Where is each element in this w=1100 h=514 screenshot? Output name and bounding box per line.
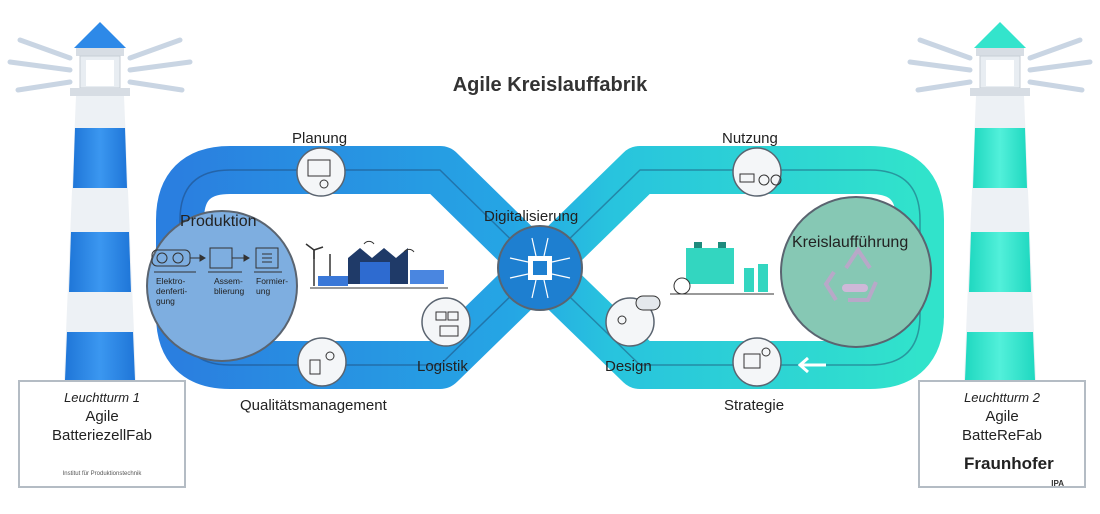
step-assemblierung: Assem-blierung [214,276,245,296]
label-logistik: Logistik [417,358,468,375]
leuchtturm-2-line1: Agile [985,408,1019,425]
planung-icon [296,147,346,197]
leuchtturm-1-subtitle: Leuchtturm 1 [64,390,140,405]
fraunhofer-ipa: IPA [1051,479,1064,488]
design-icon [605,295,661,347]
label-planung: Planung [292,130,348,147]
process-steps-icons [151,247,282,273]
label-digitalisierung: Digitalisierung [484,208,579,225]
fraunhofer-logo-text: Fraunhofer [964,454,1054,473]
leuchtturm-1-line1: Agile [85,408,119,425]
logistik-icon [421,297,471,347]
lighthouse-right [907,22,1093,380]
produktion-title: Produktion [180,213,257,230]
kreislauf-title: Kreislaufführung [792,234,909,251]
nutzung-icon [732,147,782,197]
leuchtturm-1-line2: BatteriezellFab [51,427,153,444]
kreislauf-circle [780,196,932,348]
leuchtturm-1-box: Leuchtturm 1 Agile BatteriezellFab Insti… [18,380,186,488]
step-elektrodenfertigung: Elektro-denferti-gung [156,276,188,306]
lighthouse-left [7,22,193,380]
factory-icon [305,240,448,289]
leuchtturm-2-box: Leuchtturm 2 Agile BatteReFab Fraunhofer… [918,380,1086,488]
wbk-caption: Institut für Produktionstechnik [62,471,142,477]
label-qualitaetsmanagement: Qualitätsmanagement [240,397,387,414]
label-nutzung: Nutzung [722,130,778,147]
strategie-icon [732,337,782,387]
leuchtturm-2-subtitle: Leuchtturm 2 [964,390,1040,405]
diagram-title: Agile Kreislauffabrik [452,74,648,96]
step-formierung: Formier-ung [256,276,289,296]
chip-icon [497,225,583,311]
label-design: Design [605,358,652,375]
battery-icon [670,242,774,295]
recycle-icon [823,246,878,302]
label-strategie: Strategie [724,397,785,414]
leuchtturm-2-line2: BatteReFab [961,427,1043,444]
arrow-left-icon [797,356,826,374]
qualitaet-icon [297,337,347,387]
